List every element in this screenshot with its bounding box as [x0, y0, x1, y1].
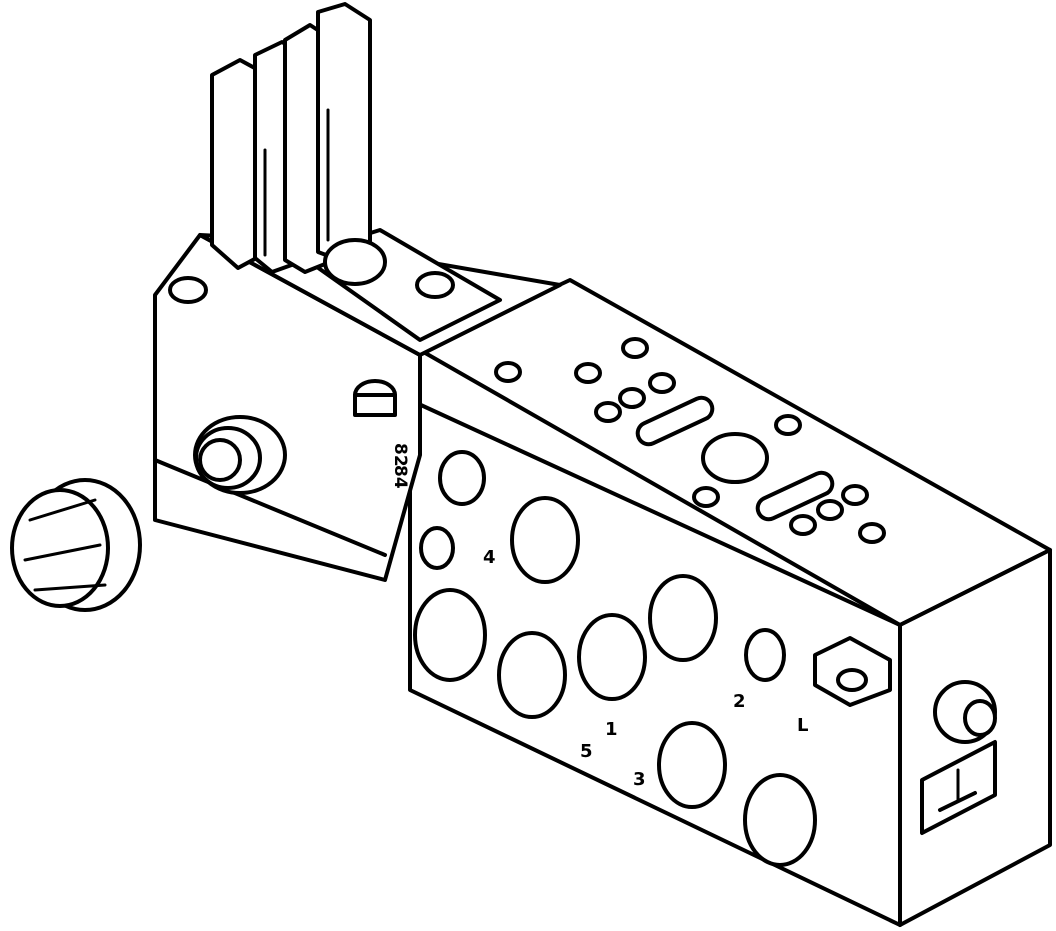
label-84: 84: [390, 465, 410, 489]
label-port-3: 3: [633, 769, 646, 790]
label-port-2: 2: [733, 691, 746, 712]
label-port-4: 4: [483, 547, 496, 568]
knurled-cap-icon: [10, 478, 142, 612]
ground-terminal-icon: [938, 768, 977, 812]
top-face-ports: [494, 337, 886, 544]
label-port-5: 5: [580, 741, 593, 762]
front-threaded-ports: [413, 450, 817, 867]
electrical-plug-pins: [210, 2, 372, 274]
label-82: 82: [390, 443, 410, 467]
round-connector: [193, 415, 287, 495]
label-port-1: 1: [605, 719, 618, 740]
mounting-screw-icon: [168, 238, 455, 417]
label-port-L: L: [797, 715, 808, 736]
